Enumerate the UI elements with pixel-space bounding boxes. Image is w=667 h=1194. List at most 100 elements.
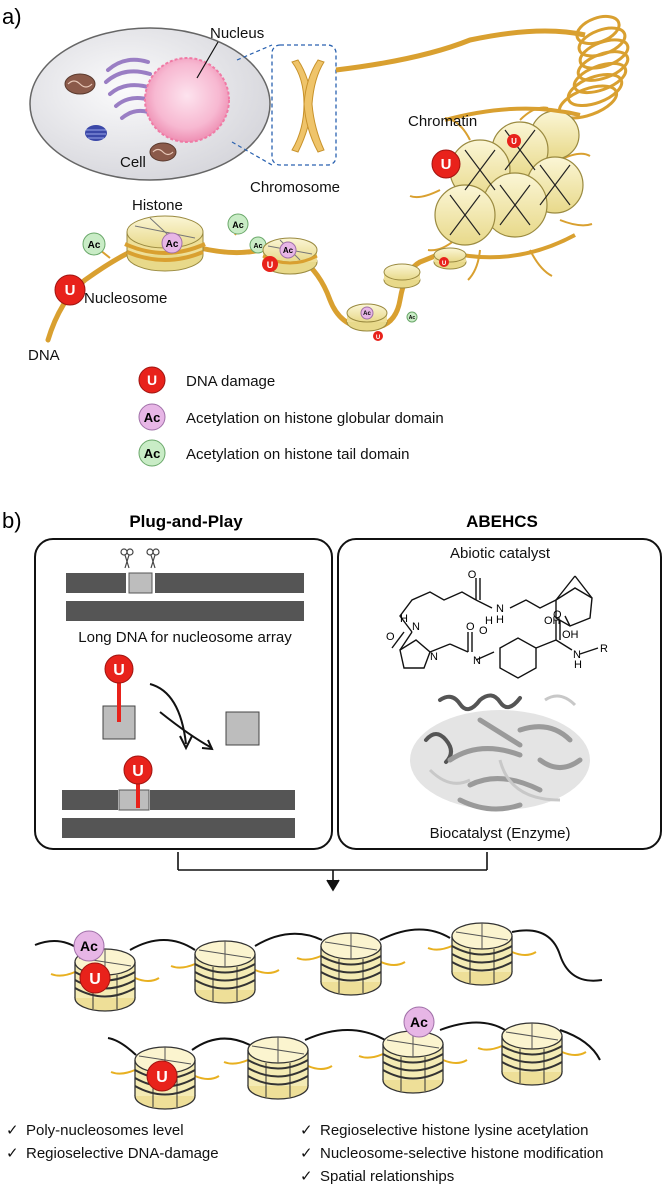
tail-acetylation-badge-2: Ac: [227, 213, 249, 236]
svg-text:O: O: [466, 621, 475, 633]
tail-acetylation-badge: Ac: [82, 232, 111, 259]
u-badge-text: U: [113, 662, 125, 679]
svg-text:H: H: [485, 615, 493, 627]
check-item: Regioselective DNA-damage: [26, 1145, 219, 1162]
svg-text:DNA damage: DNA damage: [186, 373, 275, 390]
svg-text:H: H: [574, 659, 582, 671]
dna-damage-badge: U: [54, 274, 86, 306]
long-dna-caption: Long DNA for nucleosome array: [78, 629, 292, 646]
svg-text:Acetylation on histone tail do: Acetylation on histone tail domain: [186, 446, 409, 463]
svg-text:N: N: [412, 621, 420, 633]
svg-text:Ac: Ac: [144, 410, 161, 425]
check-mark: ✓: [300, 1122, 313, 1139]
svg-text:N: N: [573, 649, 581, 661]
label-nucleosome: Nucleosome: [84, 290, 167, 307]
svg-text:N: N: [496, 603, 504, 615]
chromosome-zoom: Chromosome: [231, 44, 340, 196]
chromatin-column: [409, 106, 593, 281]
svg-text:Acetylation on histone globul: Acetylation on histone globular domain: [186, 410, 444, 427]
array-dna-row1: [34, 928, 603, 982]
svg-text:OH: OH: [544, 615, 561, 627]
scissors-icon: [120, 548, 134, 569]
legend-item-tail-ac: Ac Acetylation on histone tail domain: [138, 439, 409, 467]
u-badge-text: U: [511, 137, 517, 146]
ac-badge-text: Ac: [363, 311, 371, 317]
u-badge-text: U: [376, 335, 380, 341]
array-dna-row2: [107, 1021, 601, 1061]
u-badge-text: U: [132, 763, 144, 780]
check-mark: ✓: [300, 1168, 313, 1185]
abiotic-catalyst-caption: Abiotic catalyst: [450, 545, 551, 562]
nucleosome-large: Ac: [124, 215, 206, 272]
merge-bracket: [177, 852, 488, 892]
ac-badge-text: Ac: [409, 315, 416, 321]
svg-text:O: O: [553, 609, 562, 621]
legend-item-dna-damage: U DNA damage: [138, 366, 275, 394]
label-dna: DNA: [28, 347, 60, 364]
panel-a-label: a): [2, 4, 22, 29]
svg-text:OH: OH: [562, 629, 579, 641]
tail-acetylation-badge-4: Ac: [406, 311, 418, 323]
u-badge-text: U: [442, 261, 446, 267]
u-badge-text: U: [441, 156, 452, 173]
chromatin-damage-badge-large: U: [431, 149, 461, 179]
nucleosome-cylinder: [170, 940, 280, 1004]
ac-badge-text: Ac: [88, 240, 101, 251]
chromatin-coil: [557, 14, 630, 120]
chromatin-fiber: [335, 28, 586, 73]
nucleosome-small-mid: [383, 263, 421, 289]
array-u-badge-1: U: [79, 962, 111, 994]
nucleosome-small-bottom: Ac U: [346, 303, 388, 341]
svg-text:U: U: [156, 1069, 168, 1086]
check-item: Regioselective histone lysine acetylatio…: [320, 1122, 588, 1139]
label-chromosome: Chromosome: [250, 179, 340, 196]
plug-and-play-box: Long DNA for nucleosome array U U: [34, 538, 333, 850]
label-histone: Histone: [132, 197, 183, 214]
ac-badge-text: Ac: [166, 239, 179, 250]
svg-text:Ac: Ac: [144, 446, 161, 461]
checklist-left: ✓ Poly-nucleosomes level ✓ Regioselectiv…: [6, 1122, 219, 1162]
nucleosome-medium: Ac U: [262, 237, 318, 275]
svg-text:U: U: [147, 372, 157, 388]
svg-text:H: H: [496, 614, 504, 626]
checklist-right: ✓ Regioselective histone lysine acetylat…: [300, 1122, 603, 1185]
ac-badge-text: Ac: [283, 246, 294, 255]
svg-text:H: H: [400, 613, 408, 625]
legend-item-globular-ac: Ac Acetylation on histone globular domai…: [138, 403, 444, 431]
mitochondrion-top: [64, 73, 96, 95]
cell-illustration: Nucleus Cell: [29, 25, 271, 181]
u-badge-text: U: [267, 260, 274, 270]
abiotic-catalyst-structure: [391, 575, 599, 679]
svg-text:O: O: [386, 631, 395, 643]
svg-text:Ac: Ac: [410, 1014, 428, 1030]
nucleosome-small-top: U: [433, 247, 467, 270]
svg-text:U: U: [89, 971, 101, 988]
check-mark: ✓: [6, 1145, 19, 1162]
chromatin-damage-badge-small: U: [507, 134, 521, 148]
scissors-icon: [146, 548, 160, 569]
array-ac-badge-1: Ac: [73, 930, 105, 962]
nucleosome-cylinder: [477, 1022, 587, 1086]
biocatalyst-caption: Biocatalyst (Enzyme): [430, 825, 571, 842]
array-u-badge-2: U: [146, 1060, 178, 1092]
check-mark: ✓: [6, 1122, 19, 1139]
abehcs-box: Abiotic catalyst: [337, 538, 662, 850]
ac-badge-text: Ac: [254, 243, 263, 250]
abehcs-title: ABEHCS: [466, 512, 538, 531]
u-badge-text: U: [65, 282, 76, 299]
array-ac-badge-2: Ac: [403, 1006, 435, 1038]
svg-text:N: N: [473, 655, 481, 667]
svg-text:N: N: [430, 651, 438, 663]
svg-text:O: O: [479, 625, 488, 637]
check-item: Spatial relationships: [320, 1168, 454, 1185]
svg-text:O: O: [468, 569, 477, 581]
svg-text:Ac: Ac: [80, 938, 98, 954]
nucleosome-cylinder: [223, 1036, 333, 1100]
mitochondrion-bottom: [149, 142, 177, 162]
nucleus-shape: [144, 57, 230, 143]
svg-text:R: R: [600, 643, 608, 655]
label-chromatin: Chromatin: [408, 113, 477, 130]
ac-badge-text: Ac: [232, 220, 244, 230]
plug-and-play-title: Plug-and-Play: [129, 512, 243, 531]
